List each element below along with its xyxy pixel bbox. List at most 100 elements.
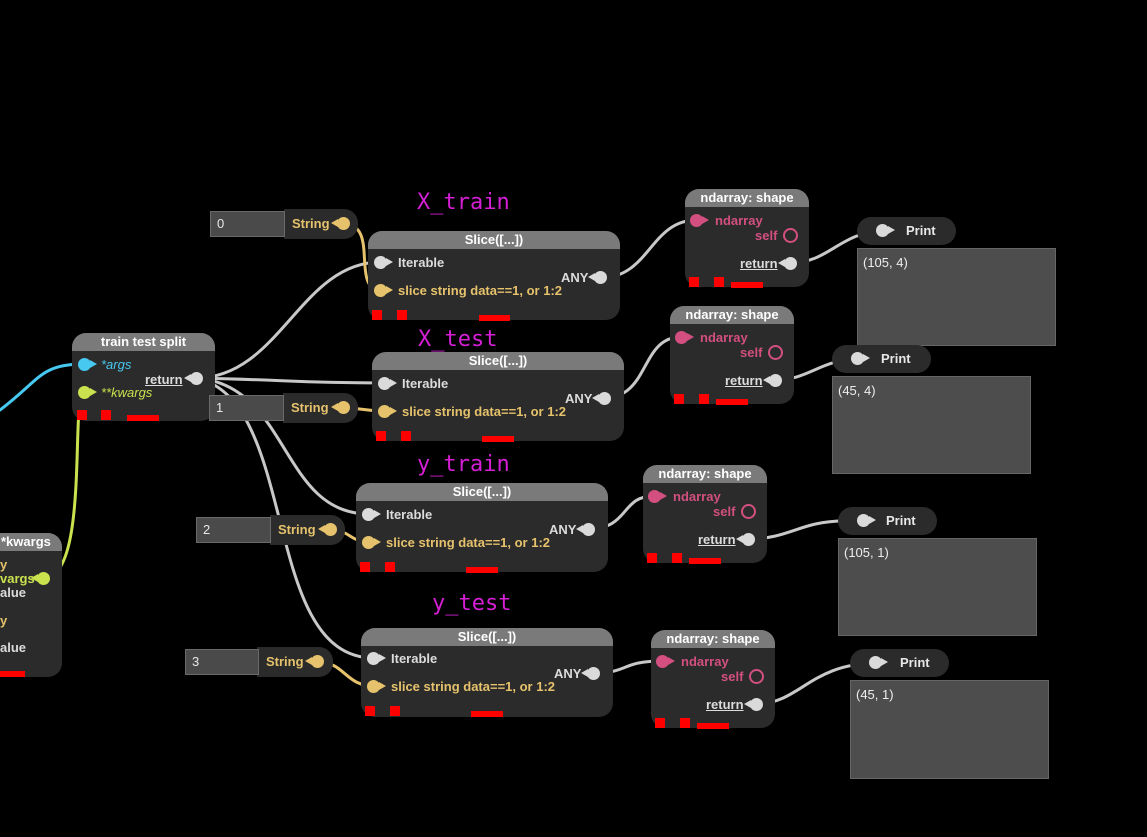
kwargs-node-title: *kwargs xyxy=(0,533,62,551)
string-output-pin[interactable] xyxy=(305,655,324,668)
red-marker xyxy=(697,723,729,729)
ndarray-input-pin[interactable] xyxy=(648,490,667,503)
args-label: *args xyxy=(101,357,132,372)
wire-return-slice3 xyxy=(194,376,371,516)
return-output-pin[interactable] xyxy=(736,533,755,546)
red-marker xyxy=(397,310,407,320)
string-value-field[interactable]: 0 xyxy=(210,211,285,237)
any-label: ANY xyxy=(554,666,582,681)
string-node-3[interactable]: String xyxy=(257,647,333,677)
ndarray-input-pin[interactable] xyxy=(690,214,709,227)
red-marker xyxy=(372,310,382,320)
print-input-pin[interactable] xyxy=(876,224,895,237)
kwargs-node-row2: vargs xyxy=(0,571,35,586)
args-input-pin[interactable] xyxy=(78,358,97,371)
kwargs-node-row4: y xyxy=(0,613,8,628)
red-marker xyxy=(689,277,699,287)
print-node-2[interactable]: Print xyxy=(832,345,931,373)
ndarray-input-pin[interactable] xyxy=(656,655,675,668)
slice-node-3[interactable]: Slice([...]) Iterable ANY slice string d… xyxy=(356,483,608,573)
any-output-pin[interactable] xyxy=(588,271,607,284)
self-output-pin[interactable] xyxy=(741,504,756,519)
string-label: String xyxy=(291,400,329,415)
return-label: return xyxy=(706,697,744,712)
iterable-input-pin[interactable] xyxy=(362,508,381,521)
red-marker xyxy=(647,553,657,563)
train-test-split-node[interactable]: train test split *args return **kwargs xyxy=(72,333,215,421)
slice-string-label: slice string data==1, or 1:2 xyxy=(398,283,563,298)
string-output-pin[interactable] xyxy=(331,401,350,414)
red-marker xyxy=(385,562,395,572)
x-test-title: X_test xyxy=(418,327,498,352)
iterable-input-pin[interactable] xyxy=(374,256,393,269)
iterable-label: Iterable xyxy=(402,376,449,391)
string-value-field[interactable]: 2 xyxy=(196,517,271,543)
red-marker xyxy=(101,410,111,420)
shape-node-1[interactable]: ndarray: shape ndarray self return xyxy=(685,189,809,288)
slice-input-pin[interactable] xyxy=(374,284,393,297)
kwargs-node[interactable]: *kwargs y vargs alue y alue xyxy=(0,533,62,677)
return-output-pin[interactable] xyxy=(184,372,203,385)
slice-input-pin[interactable] xyxy=(378,405,397,418)
shape-title: ndarray: shape xyxy=(651,630,775,648)
wire-args xyxy=(0,362,86,412)
slice-title: Slice([...]) xyxy=(356,483,608,501)
red-marker xyxy=(699,394,709,404)
ndarray-label: ndarray xyxy=(715,213,763,228)
shape-node-2[interactable]: ndarray: shape ndarray self return xyxy=(670,306,794,405)
return-output-pin[interactable] xyxy=(763,374,782,387)
string-label: String xyxy=(278,522,316,537)
return-label: return xyxy=(145,372,183,387)
any-output-pin[interactable] xyxy=(592,392,611,405)
self-label: self xyxy=(721,669,744,684)
any-output-pin[interactable] xyxy=(576,523,595,536)
ndarray-input-pin[interactable] xyxy=(675,331,694,344)
kwargs-label: **kwargs xyxy=(101,385,153,400)
self-output-pin[interactable] xyxy=(749,669,764,684)
slice-input-pin[interactable] xyxy=(367,680,386,693)
y-train-title: y_train xyxy=(417,452,510,477)
self-output-pin[interactable] xyxy=(768,345,783,360)
print-node-3[interactable]: Print xyxy=(838,507,937,535)
iterable-input-pin[interactable] xyxy=(378,377,397,390)
string-output-pin[interactable] xyxy=(331,217,350,230)
print-title: Print xyxy=(906,223,936,238)
slice-node-2[interactable]: Slice([...]) Iterable ANY slice string d… xyxy=(372,352,624,442)
shape-node-4[interactable]: ndarray: shape ndarray self return xyxy=(651,630,775,729)
kwargs-node-row3: alue xyxy=(0,585,27,600)
red-marker xyxy=(0,671,25,677)
self-label: self xyxy=(713,504,736,519)
string-output-pin[interactable] xyxy=(318,523,337,536)
red-marker xyxy=(365,706,375,716)
print-node-4[interactable]: Print xyxy=(850,649,949,677)
string-value-field[interactable]: 3 xyxy=(185,649,259,675)
red-marker xyxy=(77,410,87,420)
slice-input-pin[interactable] xyxy=(362,536,381,549)
kwargs-node-row5: alue xyxy=(0,640,27,655)
print-title: Print xyxy=(900,655,930,670)
return-output-pin[interactable] xyxy=(778,257,797,270)
iterable-input-pin[interactable] xyxy=(367,652,386,665)
slice-node-1[interactable]: Slice([...]) Iterable ANY slice string d… xyxy=(368,231,620,321)
self-output-pin[interactable] xyxy=(783,228,798,243)
string-node-2[interactable]: String xyxy=(270,515,345,545)
print-node-1[interactable]: Print xyxy=(857,217,956,245)
print-input-pin[interactable] xyxy=(869,656,888,669)
shape-node-3[interactable]: ndarray: shape ndarray self return xyxy=(643,465,767,564)
iterable-label: Iterable xyxy=(398,255,445,270)
slice-node-4[interactable]: Slice([...]) Iterable ANY slice string d… xyxy=(361,628,613,717)
string-node-1[interactable]: String xyxy=(283,393,358,423)
string-value-field[interactable]: 1 xyxy=(209,395,284,421)
any-output-pin[interactable] xyxy=(581,667,600,680)
string-node-0[interactable]: String xyxy=(284,209,358,239)
shape-title: ndarray: shape xyxy=(685,189,809,207)
return-output-pin[interactable] xyxy=(744,698,763,711)
print-input-pin[interactable] xyxy=(857,514,876,527)
print-title: Print xyxy=(886,513,916,528)
print-input-pin[interactable] xyxy=(851,352,870,365)
red-marker xyxy=(479,315,510,321)
wire-return-slice2 xyxy=(194,376,387,385)
red-marker xyxy=(390,706,400,716)
kwargs-output-pin[interactable] xyxy=(31,572,50,585)
kwargs-input-pin[interactable] xyxy=(78,386,97,399)
